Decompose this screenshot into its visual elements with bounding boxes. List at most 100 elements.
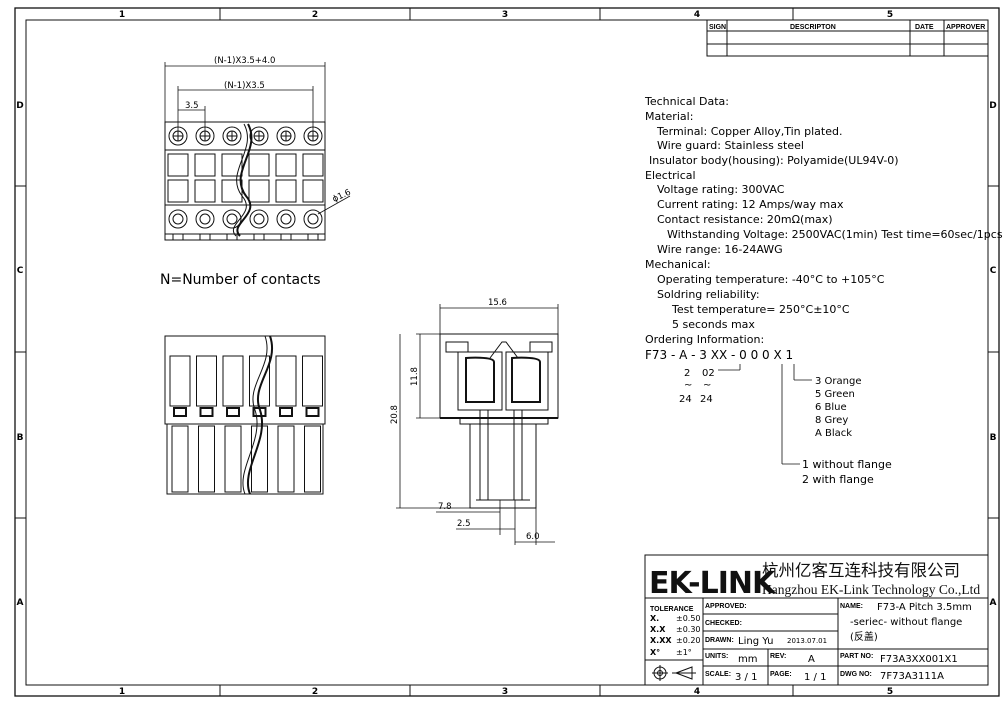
- tech-line-8: Contact resistance: 20mΩ(max): [657, 213, 833, 226]
- dim-c: 6.0: [526, 532, 540, 542]
- dim-total-height: 20.8: [390, 405, 400, 424]
- row-label-d: D: [16, 101, 23, 111]
- contact-slot: [196, 355, 217, 493]
- checked-label: CHECKED:: [705, 620, 742, 627]
- row-label-c: C: [17, 266, 24, 276]
- approved-label: APPROVED:: [705, 603, 747, 610]
- tech-line-9: Withstanding Voltage: 2500VAC(1min) Test…: [667, 228, 1003, 241]
- drawn-by: Ling Yu: [738, 636, 774, 647]
- col-label-2: 2: [312, 10, 318, 20]
- company-name-cn: 杭州亿客互连科技有限公司: [762, 561, 960, 580]
- col-label-4-bottom: 4: [694, 687, 700, 697]
- tol-xxx-val: ±0.20: [676, 636, 701, 645]
- top-view: [164, 121, 326, 241]
- page-value: 1 / 1: [804, 672, 826, 683]
- dim-upper-height: 11.8: [410, 367, 420, 386]
- tol-deg: X°: [650, 648, 660, 657]
- tol-xx: X.X: [650, 625, 666, 634]
- col-label-1-bottom: 1: [119, 687, 125, 697]
- pos-option-1: 02: [702, 368, 715, 379]
- tech-line-10: Wire range: 16-24AWG: [657, 243, 783, 256]
- company-name-en: Hangzhou EK-Link Technology Co.,Ltd: [762, 582, 980, 597]
- col-label-1: 1: [119, 10, 125, 20]
- revision-block: [706, 19, 989, 57]
- col-label-5-bottom: 5: [887, 687, 893, 697]
- top-view-dims: [164, 62, 351, 215]
- units-value: mm: [738, 654, 757, 665]
- drawn-label: DRAWN:: [705, 637, 734, 644]
- contact-slot: [222, 355, 244, 493]
- rev-label: REV:: [770, 653, 786, 660]
- tech-line-12: Operating temperature: -40°C to +105°C: [657, 273, 885, 286]
- tol-xx-val: ±0.30: [676, 625, 701, 634]
- rev-date-header: DATE: [915, 24, 934, 31]
- contact-position: [194, 126, 216, 241]
- dim-b: 2.5: [457, 519, 471, 529]
- row-label-b-right: B: [990, 433, 997, 443]
- color-option-3: 8 Grey: [815, 415, 848, 426]
- tech-line-6: Voltage rating: 300VAC: [657, 183, 785, 196]
- col-label-2-bottom: 2: [312, 687, 318, 697]
- contact-position: [221, 126, 243, 241]
- flange-option-1: 2 with flange: [802, 473, 874, 486]
- dwgno-label: DWG NO:: [840, 671, 872, 678]
- col-label-3: 3: [502, 10, 508, 20]
- color-option-1: 5 Green: [815, 389, 855, 400]
- contact-slot: [302, 355, 323, 493]
- ordering-leaders: [718, 364, 812, 465]
- contact-position: [302, 126, 324, 241]
- units-label: UNITS:: [705, 653, 728, 660]
- front-view: [164, 335, 326, 495]
- name-label: NAME:: [840, 603, 863, 610]
- pos-option-3: ~: [703, 380, 711, 391]
- rev-sign-header: SIGN: [709, 24, 726, 31]
- tech-line-13: Soldring reliability:: [657, 288, 760, 301]
- contact-position: [167, 126, 189, 241]
- tol-deg-val: ±1°: [676, 648, 692, 657]
- contacts-note: N=Number of contacts: [160, 272, 321, 288]
- part-code: F73 - A - 3 XX - 0 0 0 X 1: [645, 348, 793, 362]
- name-line-1: F73-A Pitch 3.5mm: [877, 602, 972, 613]
- projection-symbol-icon: [652, 665, 696, 681]
- color-option-0: 3 Orange: [815, 376, 862, 387]
- company-logo: EK-LINK: [649, 566, 777, 601]
- name-line-2: -seriec- without flange: [850, 617, 962, 628]
- page-label: PAGE:: [770, 671, 792, 678]
- pos-option-0: 2: [684, 368, 690, 379]
- dim-hole: ϕ1.6: [331, 188, 353, 205]
- tech-line-7: Current rating: 12 Amps/way max: [657, 198, 844, 211]
- tech-line-5: Electrical: [645, 169, 696, 182]
- color-option-2: 6 Blue: [815, 402, 847, 413]
- col-label-5: 5: [887, 10, 893, 20]
- dim-width: 15.6: [488, 298, 507, 308]
- pos-option-5: 24: [700, 394, 713, 405]
- tech-line-0: Technical Data:: [644, 95, 729, 108]
- contact-position: [248, 126, 270, 241]
- dim-pitch-total: (N-1)X3.5: [224, 81, 265, 91]
- side-section-view: [439, 333, 559, 509]
- tech-line-16: Ordering Information:: [645, 333, 764, 346]
- col-label-4: 4: [694, 10, 700, 20]
- partno-label: PART NO:: [840, 653, 873, 660]
- title-block: [644, 554, 989, 686]
- color-option-4: A Black: [815, 428, 852, 439]
- rev-description-header: DESCRIPTON: [790, 24, 836, 31]
- tol-x: X.: [650, 614, 659, 623]
- dwg-no-value: 7F73A3111A: [880, 671, 944, 682]
- side-section-dims: [396, 304, 559, 545]
- dim-a: 7.8: [438, 502, 452, 512]
- sheet-border: [14, 7, 1000, 697]
- tech-line-3: Wire guard: Stainless steel: [657, 139, 804, 152]
- contact-slot: [249, 355, 270, 493]
- row-label-c-right: C: [990, 266, 997, 276]
- rev-value: A: [808, 654, 815, 665]
- flange-option-0: 1 without flange: [802, 458, 892, 471]
- pos-option-4: 24: [679, 394, 692, 405]
- dim-overall: (N-1)X3.5+4.0: [214, 56, 275, 66]
- tech-line-2: Terminal: Copper Alloy,Tin plated.: [656, 125, 842, 138]
- scale-label: SCALE:: [705, 671, 731, 678]
- drawn-date: 2013.07.01: [787, 637, 827, 645]
- row-label-a: A: [17, 598, 24, 608]
- rev-approver-header: APPROVER: [946, 24, 985, 31]
